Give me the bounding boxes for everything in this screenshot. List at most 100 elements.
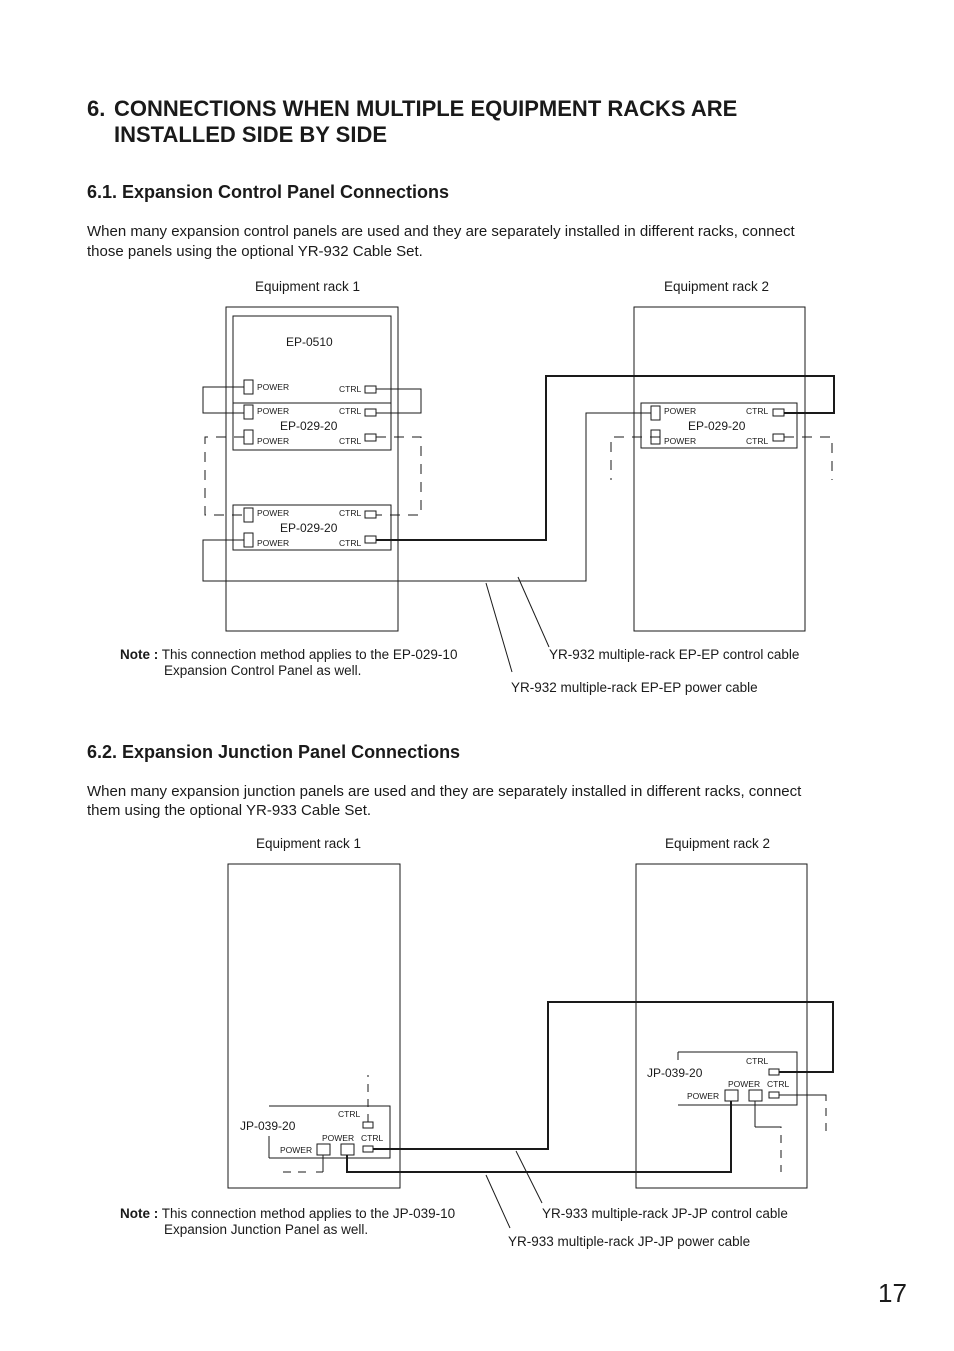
d2-control-cable-label: YR-933 multiple-rack JP-JP control cable (542, 1206, 788, 1221)
d2-rack2-label: Equipment rack 2 (665, 836, 771, 851)
d1-ep02920-label-c: EP-029-20 (688, 419, 746, 433)
d1-rack1 (225, 306, 399, 632)
d1-power-port (243, 507, 254, 523)
d1-power-text: POWER (257, 508, 289, 518)
d2-power-cable-label: YR-933 multiple-rack JP-JP power cable (508, 1234, 751, 1249)
d2-note-label: Note : (120, 1206, 159, 1221)
d2-jp03920-label-r2: JP-039-20 (647, 1066, 703, 1080)
d1-rack1-label: Equipment rack 1 (255, 279, 361, 294)
d2-ctrl-text: CTRL (767, 1079, 789, 1089)
d2-power-port (316, 1143, 331, 1156)
d1-dashed-ctrl-r2 (784, 436, 833, 480)
d1-rack2 (633, 306, 806, 632)
d2-ctrl-port (362, 1121, 374, 1129)
d2-ctrl-text: CTRL (361, 1133, 383, 1143)
d2-power-cable-leader (485, 1174, 511, 1229)
d1-power-port (243, 429, 254, 445)
d1-power-port (243, 532, 254, 548)
d1-note: Note : This connection method applies to… (120, 647, 457, 663)
section-heading-6-2: 6.2. Expansion Junction Panel Connection… (87, 742, 461, 762)
section-heading-6-1: 6.1. Expansion Control Panel Connections (87, 182, 450, 202)
section-6-2-para-line1: When many expansion junction panels are … (87, 783, 802, 800)
d1-ctrl-port (364, 385, 377, 394)
d2-dashed-ctrl-r2 (779, 1094, 827, 1135)
d2-power-text: POWER (280, 1145, 312, 1155)
d2-ctrl-text: CTRL (338, 1109, 360, 1119)
d1-power-text: POWER (257, 382, 289, 392)
d2-power-text: POWER (728, 1079, 760, 1089)
d1-power-text: POWER (257, 406, 289, 416)
d2-rack2 (635, 863, 808, 1189)
d2-dashed-power-r2 (754, 1101, 782, 1172)
d1-control-cable-leader (517, 576, 550, 648)
d2-note: Note : This connection method applies to… (120, 1206, 455, 1222)
d1-power-port (650, 405, 661, 421)
section-6-1-para-line1: When many expansion control panels are u… (87, 223, 795, 240)
d2-power-text: POWER (687, 1091, 719, 1101)
d1-power-cable-label: YR-932 multiple-rack EP-EP power cable (511, 680, 758, 695)
d2-control-cable-leader (515, 1150, 543, 1204)
d2-power-text: POWER (322, 1133, 354, 1143)
d2-rack1-label: Equipment rack 1 (256, 836, 362, 851)
d1-ctrl-port (364, 535, 377, 544)
d1-power-port (243, 404, 254, 420)
page-number: 17 (878, 1278, 907, 1308)
d1-rack2-label: Equipment rack 2 (664, 279, 770, 294)
d2-note-line2: Expansion Junction Panel as well. (164, 1222, 369, 1237)
d1-ctrl-port (772, 433, 785, 442)
d1-ctrl-text: CTRL (746, 436, 768, 446)
d1-note-line2: Expansion Control Panel as well. (164, 663, 362, 678)
d1-multirack-power-cable (202, 412, 651, 582)
d1-ep02920-label-b: EP-029-20 (280, 521, 338, 535)
d2-ctrl-port (768, 1068, 780, 1076)
d1-ctrl-text: CTRL (339, 436, 361, 446)
d1-dashed-ctrl (376, 436, 422, 516)
d1-note-label: Note : (120, 647, 159, 662)
d1-control-cable-label: YR-932 multiple-rack EP-EP control cable (549, 647, 800, 662)
d1-ctrl-text: CTRL (339, 538, 361, 548)
d1-ctrl-text: CTRL (339, 406, 361, 416)
d1-dashed-power-r2 (610, 436, 660, 480)
d1-ctrl-text: CTRL (339, 384, 361, 394)
d2-multirack-power-cable (346, 1101, 732, 1173)
d2-power-port (724, 1089, 739, 1102)
d2-jp03920-panel-r2 (678, 1051, 798, 1106)
d1-ctrl-text: CTRL (746, 406, 768, 416)
d1-ctrl-port (364, 510, 377, 519)
d1-ctrl-port (364, 433, 377, 442)
d2-multirack-control-cable (373, 1001, 834, 1150)
d1-ep02920-label-a: EP-029-20 (280, 419, 338, 433)
d2-jp03920-label-r1: JP-039-20 (240, 1119, 296, 1133)
d1-ctrl-port (364, 408, 377, 417)
section-number: 6. (87, 96, 106, 121)
d1-ctrl-text: CTRL (339, 508, 361, 518)
section-6-1-para-line2: those panels using the optional YR-932 C… (87, 243, 423, 260)
d1-ep02920-panel-c (640, 402, 798, 449)
d1-power-port (243, 379, 254, 395)
d1-dashed-power (204, 436, 244, 516)
d2-jp03920-panel-r1 (269, 1105, 391, 1159)
page-title-line2: INSTALLED SIDE BY SIDE (114, 122, 388, 147)
page-title-line1: CONNECTIONS WHEN MULTIPLE EQUIPMENT RACK… (114, 96, 738, 121)
d1-power-text: POWER (257, 538, 289, 548)
d2-power-port (340, 1143, 355, 1156)
section-6-2-para-line2: them using the optional YR-933 Cable Set… (87, 802, 372, 819)
d1-power-cable-leader (485, 582, 513, 673)
d1-note-line1: This connection method applies to the EP… (161, 647, 458, 662)
d2-ctrl-port (362, 1145, 374, 1153)
d1-power-text: POWER (257, 436, 289, 446)
d1-internal-ctrl-link (376, 388, 422, 414)
d2-ctrl-text: CTRL (746, 1056, 768, 1066)
d2-rack1 (227, 863, 401, 1189)
d1-power-text: POWER (664, 436, 696, 446)
d1-power-text: POWER (664, 406, 696, 416)
d1-ep02920-panel-b (232, 504, 392, 551)
d1-internal-power-link (202, 386, 244, 414)
d1-ctrl-port (772, 408, 785, 417)
d1-ep0510-label: EP-0510 (286, 335, 333, 349)
d2-power-port (748, 1089, 763, 1102)
d1-multirack-control-cable (376, 375, 835, 541)
d2-ctrl-port (768, 1091, 780, 1099)
d2-note-line1: This connection method applies to the JP… (161, 1206, 456, 1221)
